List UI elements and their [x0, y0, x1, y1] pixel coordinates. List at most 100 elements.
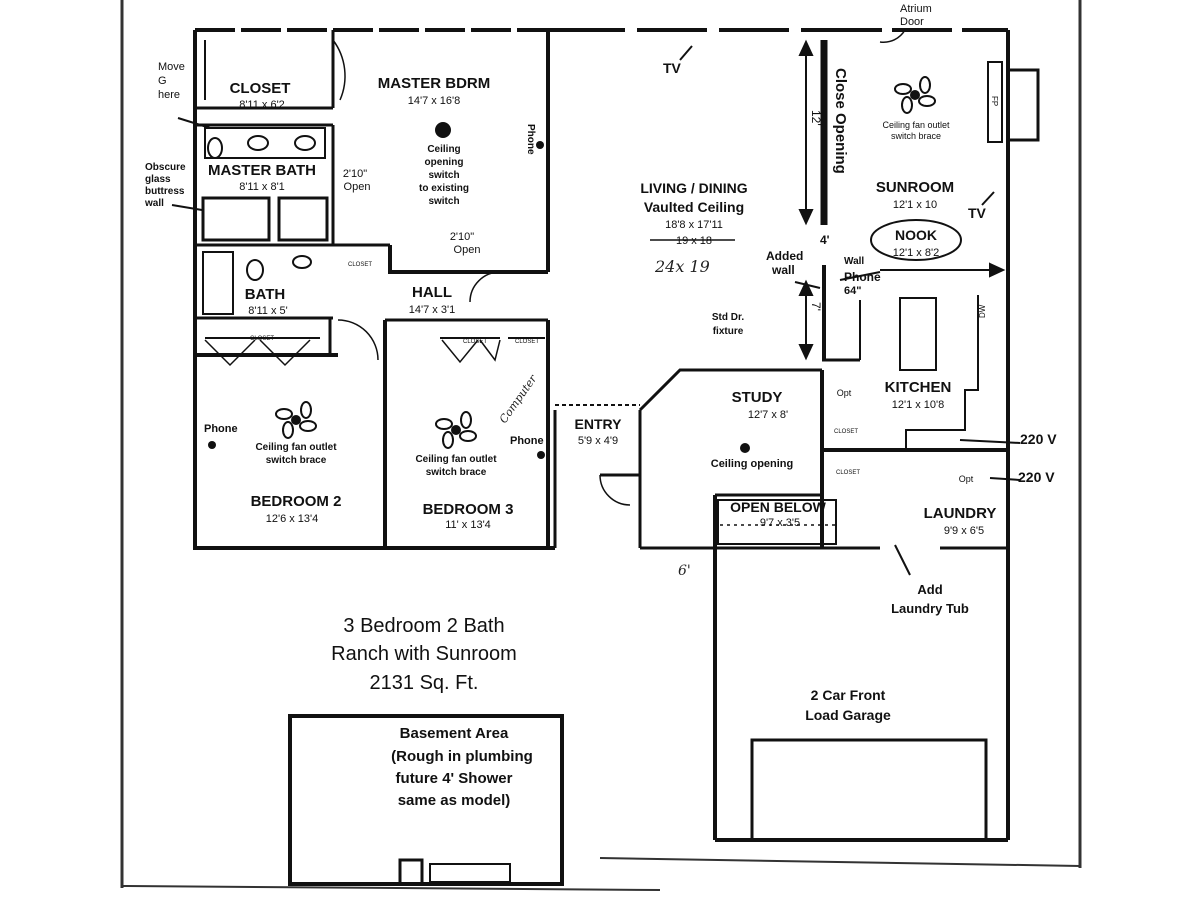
room-hall-dims: 14'7 x 3'1: [409, 304, 455, 316]
room-laundry-dims: 9'9 x 6'5: [944, 525, 984, 537]
note-fan-bed2-1: Ceiling fan outlet: [255, 442, 337, 453]
basement-line1: Basement Area: [400, 725, 509, 742]
note-fan-bed2-2: switch brace: [266, 455, 327, 466]
note-open-word-b: Open: [454, 244, 481, 256]
room-kitchen-dims: 12'1 x 10'8: [892, 399, 945, 411]
note-phone-bed2: Phone: [204, 423, 238, 435]
label-fp: FP: [990, 96, 999, 106]
note-std-fixture-2: fixture: [713, 326, 744, 337]
room-living-dining-dims: 18'8 x 17'11: [665, 219, 723, 231]
label-closet-small: CLOSET: [836, 470, 860, 476]
note-mb-ceiling-1: Ceiling: [427, 144, 460, 155]
fixtures: [208, 122, 750, 459]
plan-title-line1: 3 Bedroom 2 Bath: [343, 615, 504, 637]
room-master-bdrm-dims: 14'7 x 16'8: [408, 95, 461, 107]
label-dw: DW: [978, 304, 987, 318]
note-open-word-a: Open: [344, 181, 371, 193]
note-added-wall-2: wall: [771, 263, 795, 277]
note-obscure-1: Obscure: [145, 162, 186, 173]
note-fan-sunroom-2: switch brace: [891, 131, 941, 141]
nook-circle: [870, 219, 962, 261]
ceiling-fan-icon: [894, 76, 936, 114]
label-closet-small: CLOSET: [250, 336, 274, 342]
label-closet-small: CLOSET: [463, 339, 487, 345]
room-nook-dims: 12'1 x 8'2: [893, 247, 939, 259]
room-master-bath-dims: 8'11 x 8'1: [239, 181, 285, 193]
basement-line2: (Rough in plumbing: [391, 748, 533, 765]
note-fan-sunroom-1: Ceiling fan outlet: [882, 120, 950, 130]
note-seven: 7': [809, 302, 823, 311]
label-closet-small: CLOSET: [348, 262, 372, 268]
room-open-below-label: OPEN BELOW: [730, 499, 826, 515]
note-atrium-1: Atrium: [900, 3, 932, 15]
note-close-opening: Close Opening: [832, 68, 849, 174]
note-tv-living: TV: [663, 60, 682, 76]
room-open-below-dims: 9'7 x 3'5: [760, 517, 800, 529]
room-sunroom-dims: 12'1 x 10: [893, 199, 937, 211]
scan-edges: [120, 0, 1082, 891]
room-closet-dims: 8'11 x 6'2: [239, 99, 285, 111]
ceiling-fan-icon: [435, 411, 477, 449]
room-living-dining-crossed: 19 x 18: [676, 235, 712, 247]
room-sunroom-label: SUNROOM: [876, 179, 954, 196]
room-entry-dims: 5'9 x 4'9: [578, 435, 618, 447]
room-master-bath-label: MASTER BATH: [208, 162, 316, 179]
note-twelve: 12': [809, 110, 823, 126]
note-obscure-2: glass: [145, 174, 171, 185]
note-tv-sunroom: TV: [968, 205, 987, 221]
label-opt: Opt: [837, 388, 852, 398]
garage-label-line2: Load Garage: [805, 707, 891, 723]
note-hand-computer: Computer: [497, 372, 540, 426]
ceiling-fan-icon: [275, 401, 317, 439]
note-std-fixture-1: Std Dr.: [712, 312, 744, 323]
note-move-g-3: here: [158, 89, 180, 101]
walls: [193, 28, 1040, 886]
note-obscure-3: buttress: [145, 186, 185, 197]
note-phone-bed3: Phone: [510, 435, 544, 447]
room-bath-label: BATH: [245, 286, 286, 303]
note-mb-ceiling-4: to existing: [419, 183, 469, 194]
room-laundry-label: LAUNDRY: [924, 505, 997, 522]
note-move-g-1: Move: [158, 61, 185, 73]
room-kitchen-label: KITCHEN: [885, 379, 952, 396]
room-hall-label: HALL: [412, 284, 452, 301]
note-laundry-tub-1: Add: [917, 582, 942, 597]
note-mb-ceiling-2: opening: [425, 157, 464, 168]
basement-line3: future 4' Shower: [396, 770, 513, 787]
room-bath-dims: 8'11 x 5': [248, 305, 287, 317]
room-living-dining-line2: Vaulted Ceiling: [644, 199, 744, 215]
dimension-arrows: [171, 39, 1021, 576]
room-bedroom2-dims: 12'6 x 13'4: [266, 513, 319, 525]
note-hand-24x19: 24x 19: [654, 257, 710, 276]
note-phone-master: Phone: [525, 124, 536, 155]
room-bedroom3-label: BEDROOM 3: [423, 501, 514, 518]
note-laundry-tub-2: Laundry Tub: [891, 601, 969, 616]
room-entry-label: ENTRY: [575, 416, 623, 432]
basement-line4: same as model): [398, 792, 511, 809]
note-open-210-b: 2'10": [450, 231, 474, 243]
label-opt: Opt: [959, 474, 974, 484]
note-mb-ceiling-3: switch: [428, 170, 459, 181]
note-added-wall-1: Added: [766, 249, 803, 263]
plan-title-line2: Ranch with Sunroom: [331, 643, 517, 665]
plan-title-line3: 2131 Sq. Ft.: [370, 672, 479, 694]
room-living-dining-label: LIVING / DINING: [640, 180, 747, 196]
room-master-bdrm-label: MASTER BDRM: [378, 75, 491, 92]
note-four: 4': [820, 233, 830, 247]
note-wall-phone-1: Wall: [844, 256, 864, 267]
note-obscure-4: wall: [144, 198, 164, 209]
note-fan-bed3-1: Ceiling fan outlet: [415, 454, 497, 465]
note-wall-phone-3: 64": [844, 285, 861, 297]
label-closet-small: CLOSET: [834, 429, 858, 435]
label-closet-small: CLOSET: [515, 339, 539, 345]
note-mb-ceiling-5: switch: [428, 196, 459, 207]
note-move-g-2: G: [158, 75, 167, 87]
note-fan-bed3-2: switch brace: [426, 467, 487, 478]
room-study-dims: 12'7 x 8': [748, 409, 788, 421]
garage-label-line1: 2 Car Front: [811, 687, 886, 703]
note-open-210-a: 2'10": [343, 168, 367, 180]
room-closet-label: CLOSET: [230, 80, 291, 97]
note-220v-kitchen: 220 V: [1020, 431, 1057, 447]
note-220v-laundry: 220 V: [1018, 469, 1055, 485]
